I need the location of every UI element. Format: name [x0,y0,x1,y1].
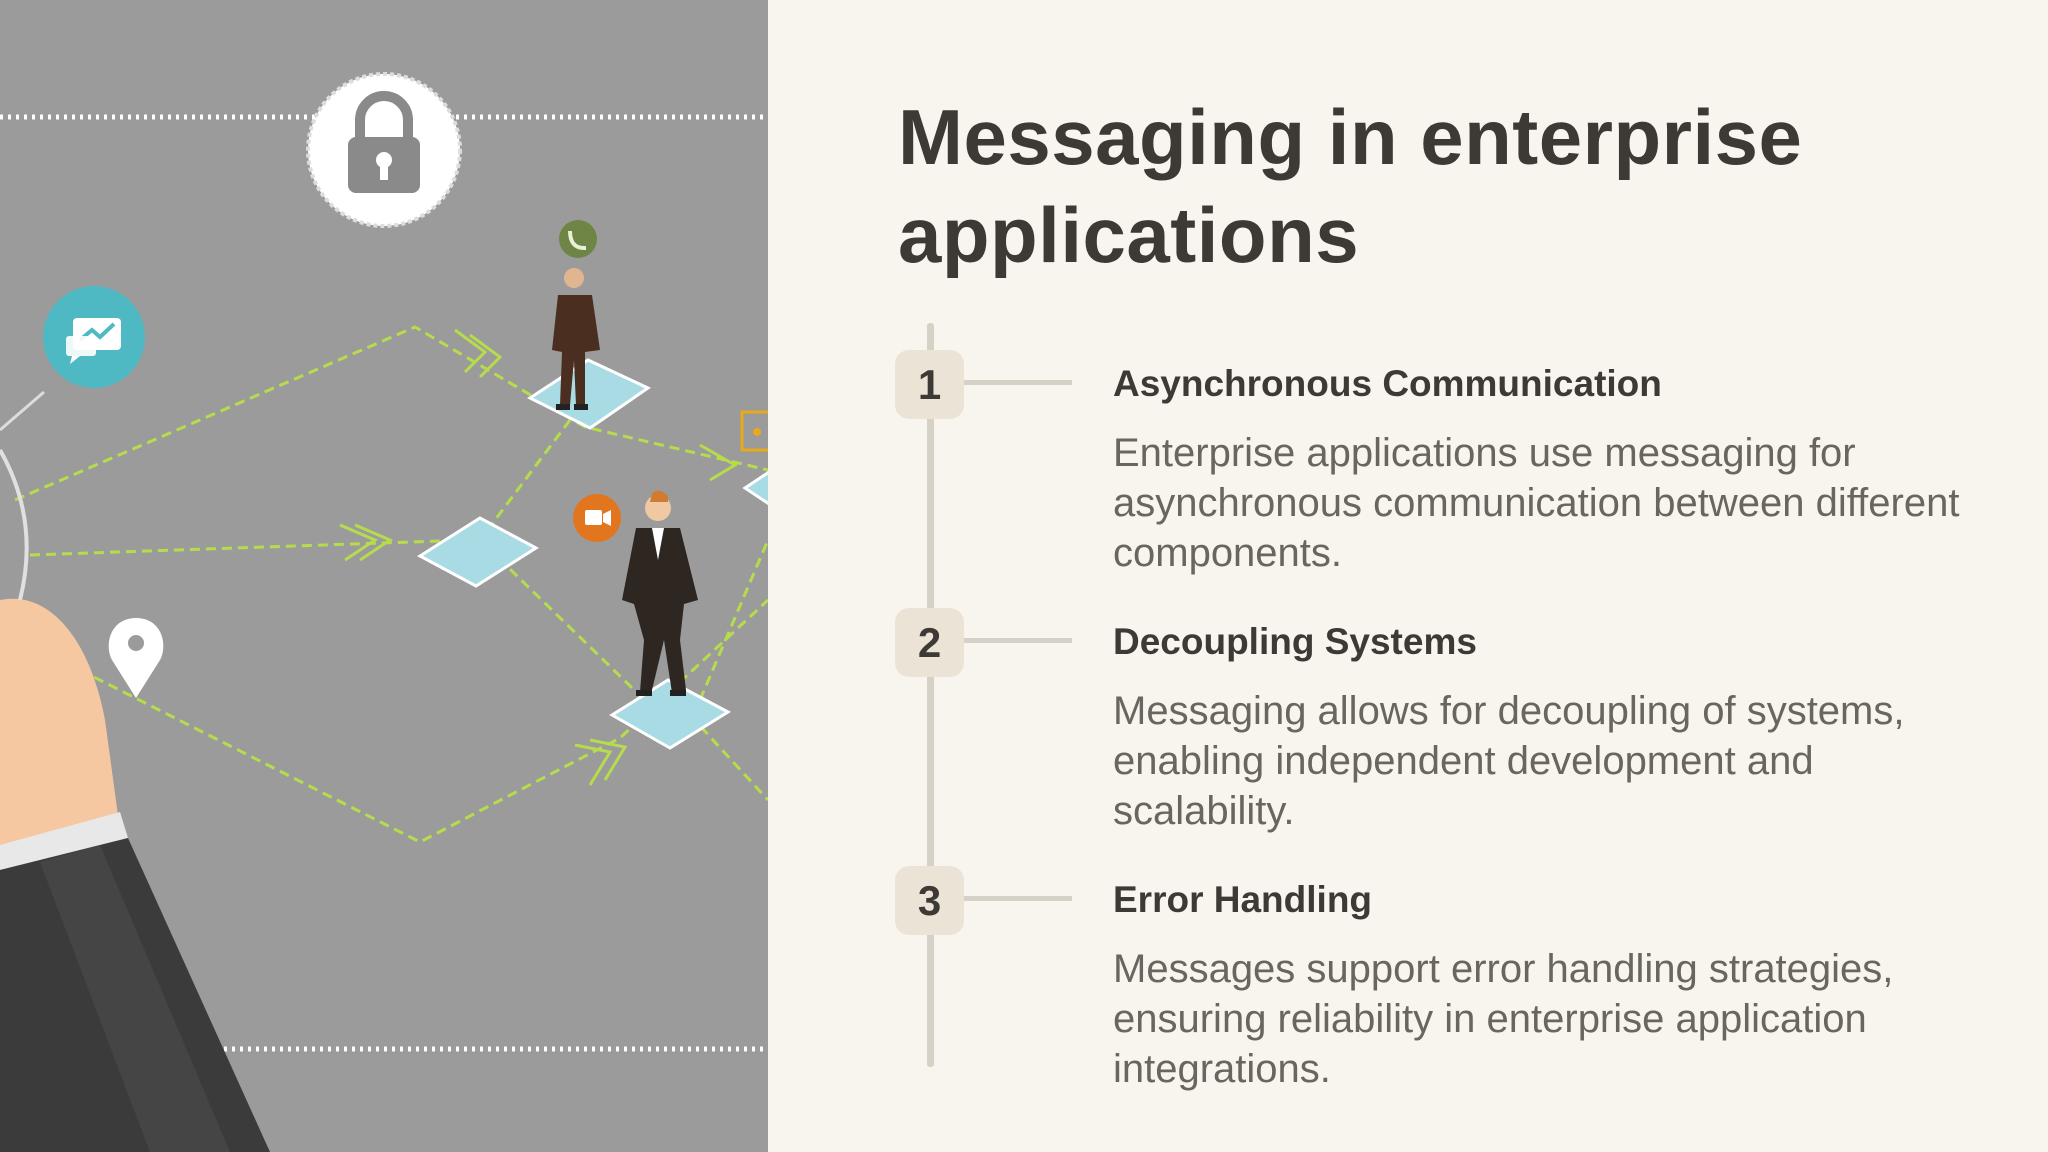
page-title: Messaging in enterprise applications [898,93,1803,279]
step-description: Enterprise applications use messaging fo… [1113,431,1960,575]
map-pin-icon [108,618,164,698]
share-icon [740,410,768,452]
path-arrows [339,328,738,786]
video-call-icon [573,494,621,542]
step-heading: Asynchronous Communication [1113,363,1662,404]
step-heading: Error Handling [1113,879,1373,920]
businessman-phone [552,268,600,410]
step-description: Messaging allows for decoupling of syste… [1113,689,1905,833]
step-description: Messages support error handling strategi… [1113,947,1894,1091]
illustration-panel [0,0,768,1152]
timeline-line [927,323,934,1067]
step-heading: Decoupling Systems [1113,621,1477,662]
step-number-badge: 3 [895,866,964,935]
hand-with-sleeve [0,390,270,1152]
phone-icon [559,220,597,258]
lock-icon [306,72,462,228]
step-connector [964,380,1072,385]
step-number-badge: 1 [895,350,964,419]
platform-tiles [417,358,768,750]
step-connector [964,638,1072,643]
chat-chart-icon [43,286,145,388]
content-panel: Messaging in enterprise applications 1 A… [768,0,2048,1152]
step-connector [964,896,1072,901]
businessman-walking [622,490,698,696]
network-illustration [0,0,768,1152]
step-number-badge: 2 [895,608,964,677]
